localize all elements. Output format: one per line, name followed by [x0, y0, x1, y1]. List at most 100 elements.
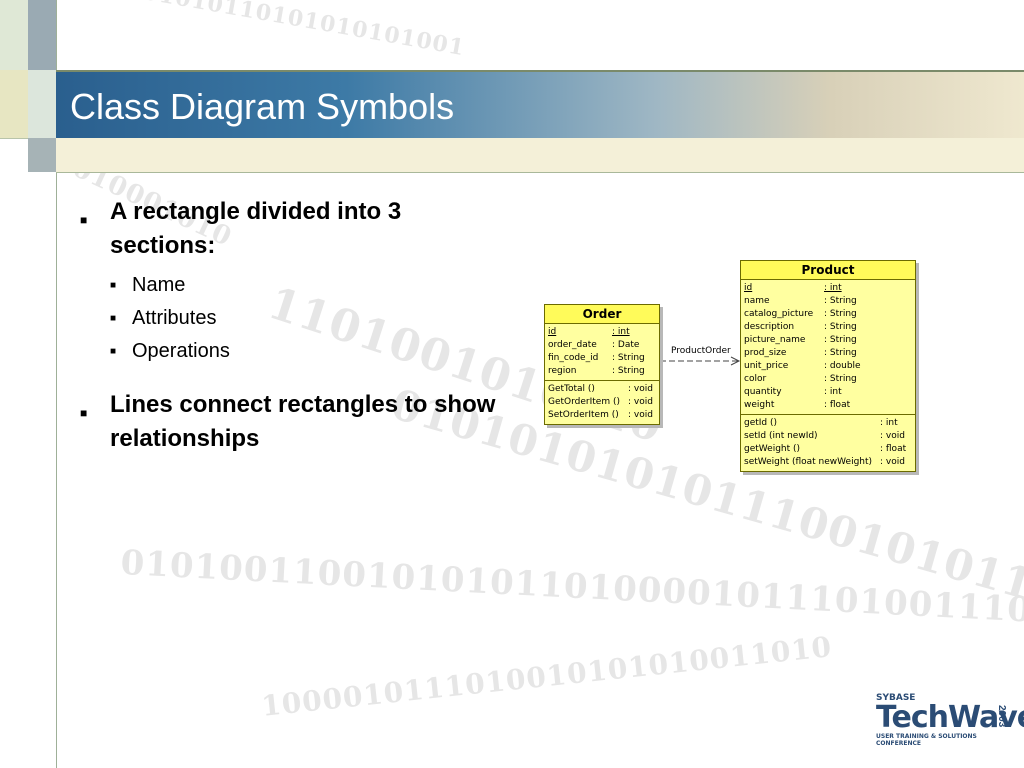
attribute-name: unit_price	[744, 361, 789, 371]
attribute-row: id : int	[744, 282, 912, 295]
attribute-type: : int	[824, 387, 842, 397]
square-bullet-icon: ■	[110, 280, 117, 291]
attribute-name: picture_name	[744, 335, 806, 345]
operation-type: : void	[628, 410, 653, 420]
attribute-type: : Date	[612, 340, 640, 350]
square-bullet-icon: ■	[80, 406, 88, 420]
sub-bullet-text: Attributes	[132, 307, 217, 329]
attribute-type: : String	[824, 335, 857, 345]
class-name: Order	[545, 305, 659, 324]
rail-block	[0, 70, 28, 138]
arrowhead-icon	[730, 356, 741, 366]
operation-row: GetOrderItem () : void	[548, 396, 656, 409]
attribute-type: : String	[824, 322, 857, 332]
attribute-row: color : String	[744, 373, 912, 386]
square-bullet-icon: ■	[80, 213, 88, 227]
attribute-row: fin_code_id : String	[548, 352, 656, 365]
slide-title: Class Diagram Symbols	[70, 86, 455, 127]
operation-row: SetOrderItem () : void	[548, 409, 656, 422]
attribute-row: prod_size : String	[744, 347, 912, 360]
operation-name: setWeight (float newWeight)	[744, 457, 873, 467]
attribute-row: description : String	[744, 321, 912, 334]
attribute-name: color	[744, 374, 767, 384]
operation-name: GetOrderItem ()	[548, 397, 620, 407]
attribute-type: : double	[824, 361, 861, 371]
binary-text: 1000010111010010101010011010	[259, 630, 834, 723]
operation-name: getId ()	[744, 418, 778, 428]
bullet-item: ■ A rectangle divided into 3 sections:	[80, 195, 510, 263]
sub-bullet-item: ■ Operations	[80, 335, 510, 368]
logo-year: 2003	[996, 705, 1007, 728]
techwave-logo: SYBASE TechWave 2003 USER TRAINING & SOL…	[876, 693, 1024, 747]
attribute-section: id : int name : String catalog_picture : Stri…	[741, 280, 915, 415]
sub-bullet-text: Name	[132, 274, 186, 296]
logo-name: TechWave	[876, 700, 1024, 735]
attribute-type: : String	[824, 374, 857, 384]
attribute-type: : String	[824, 309, 857, 319]
bullet-list: ■ A rectangle divided into 3 sections: ■…	[80, 195, 510, 462]
attribute-name: weight	[744, 400, 775, 410]
operation-row: GetTotal () : void	[548, 383, 656, 396]
operation-name: SetOrderItem ()	[548, 410, 619, 420]
operation-type: : int	[880, 418, 898, 428]
operation-type: : void	[628, 384, 653, 394]
square-bullet-icon: ■	[110, 346, 117, 357]
attribute-name: region	[548, 366, 577, 376]
attribute-row: order_date : Date	[548, 339, 656, 352]
binary-text: 0101001100101010110100001011101001110100…	[119, 542, 1024, 638]
logo-tagline: USER TRAINING & SOLUTIONS CONFERENCE	[876, 733, 977, 747]
attribute-row: picture_name : String	[744, 334, 912, 347]
rail-block	[28, 138, 56, 172]
bullet-text: A rectangle divided into 3 sections:	[110, 198, 402, 259]
attribute-row: unit_price : double	[744, 360, 912, 373]
attribute-name: name	[744, 296, 770, 306]
attribute-name: description	[744, 322, 795, 332]
attribute-name: prod_size	[744, 348, 787, 358]
title-stripe	[56, 138, 1024, 173]
operation-type: : float	[880, 444, 907, 454]
attribute-type: : float	[824, 400, 851, 410]
sub-bullet-item: ■ Attributes	[80, 302, 510, 335]
attribute-type: : String	[612, 353, 645, 363]
operation-type: : void	[628, 397, 653, 407]
operation-row: setId (int newId) : void	[744, 430, 912, 443]
attribute-name: order_date	[548, 340, 597, 350]
operation-row: getWeight () : float	[744, 443, 912, 456]
rail-block	[28, 70, 56, 138]
title-band	[56, 70, 1024, 140]
attribute-name: catalog_picture	[744, 309, 814, 319]
attribute-name: quantity	[744, 387, 782, 397]
attribute-row: region: String	[548, 365, 656, 378]
attribute-row: id: int	[548, 326, 656, 339]
rail-block	[28, 0, 56, 70]
operation-row: setWeight (float newWeight) : void	[744, 456, 912, 469]
attribute-type: : String	[824, 348, 857, 358]
square-bullet-icon: ■	[110, 313, 117, 324]
attribute-name: fin_code_id	[548, 353, 599, 363]
association-connector	[660, 356, 741, 366]
rail-block	[0, 0, 28, 70]
attribute-row: catalog_picture : String	[744, 308, 912, 321]
bullet-item: ■ Lines connect rectangles to show relat…	[80, 388, 510, 456]
operation-name: getWeight ()	[744, 444, 801, 454]
binary-text: 0100001010110101010101001	[60, 0, 467, 62]
rail-block	[0, 138, 28, 173]
attribute-type: : int	[612, 327, 630, 337]
left-rail	[0, 0, 57, 768]
operation-name: GetTotal ()	[548, 384, 595, 394]
attribute-type: : int	[824, 283, 842, 293]
operation-type: : void	[880, 431, 905, 441]
attribute-type: : String	[824, 296, 857, 306]
attribute-row: quantity : int	[744, 386, 912, 399]
operation-name: setId (int newId)	[744, 431, 818, 441]
attribute-name: id	[744, 283, 753, 293]
attribute-row: name : String	[744, 295, 912, 308]
operation-type: : void	[880, 457, 905, 467]
bullet-text: Lines connect rectangles to show relatio…	[110, 391, 496, 452]
class-name: Product	[741, 261, 915, 280]
